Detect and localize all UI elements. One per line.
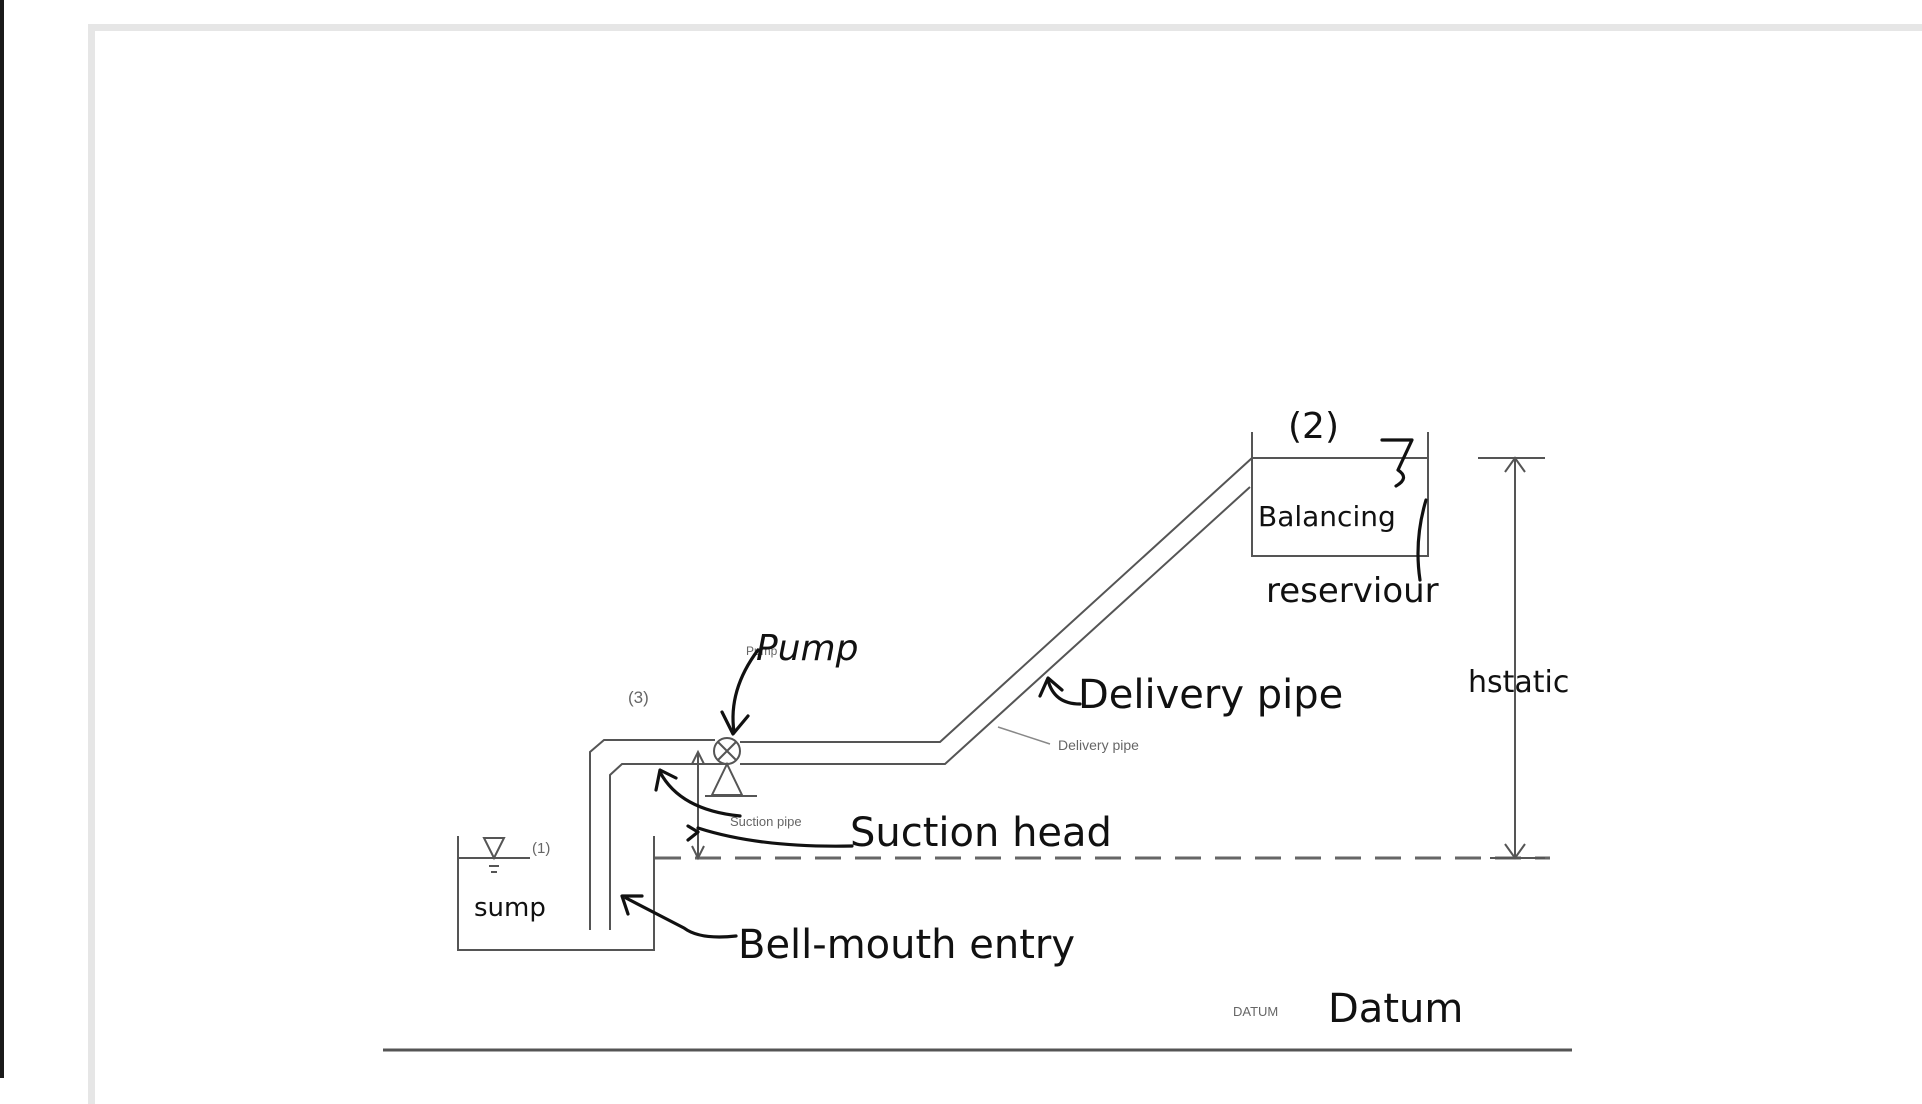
bellmouth-entry-label: Bell-mouth entry xyxy=(738,922,1075,968)
section-2-label: (2) xyxy=(1288,406,1339,447)
suction-pipe-printed-label: Suction pipe xyxy=(730,814,802,829)
water-level-icon xyxy=(482,837,506,861)
suction-pipe xyxy=(589,739,728,930)
window-edge xyxy=(0,0,4,1078)
static-head-label: hstatic xyxy=(1468,665,1569,700)
section-1-label: (1) xyxy=(532,840,550,857)
delivery-pipe xyxy=(740,457,1253,765)
pumping-system-diagram: (3) (1) Pump Suction pipe Delivery pipe … xyxy=(383,406,1572,1052)
water-surface-icon xyxy=(1380,438,1414,488)
reservoir-label-line1: Balancing xyxy=(1258,500,1396,533)
reservoir-label-line2: reserviour xyxy=(1266,571,1439,611)
delivery-pipe-printed-label: Delivery pipe xyxy=(1058,737,1139,753)
static-head-dimension xyxy=(1478,456,1545,860)
pump-label: Pump xyxy=(756,628,858,669)
suction-head-label: Suction head xyxy=(850,810,1112,856)
datum-printed-label: DATUM xyxy=(1233,1004,1278,1019)
sump-tank xyxy=(457,836,655,951)
sump-label: sump xyxy=(474,893,546,923)
delivery-pipe-label: Delivery pipe xyxy=(1078,672,1343,718)
balancing-reservoir xyxy=(1251,432,1429,557)
datum-label: Datum xyxy=(1328,986,1463,1032)
pump-symbol xyxy=(705,737,757,797)
drawing-canvas-frame xyxy=(88,24,1922,1104)
section-3-label: (3) xyxy=(628,688,649,707)
